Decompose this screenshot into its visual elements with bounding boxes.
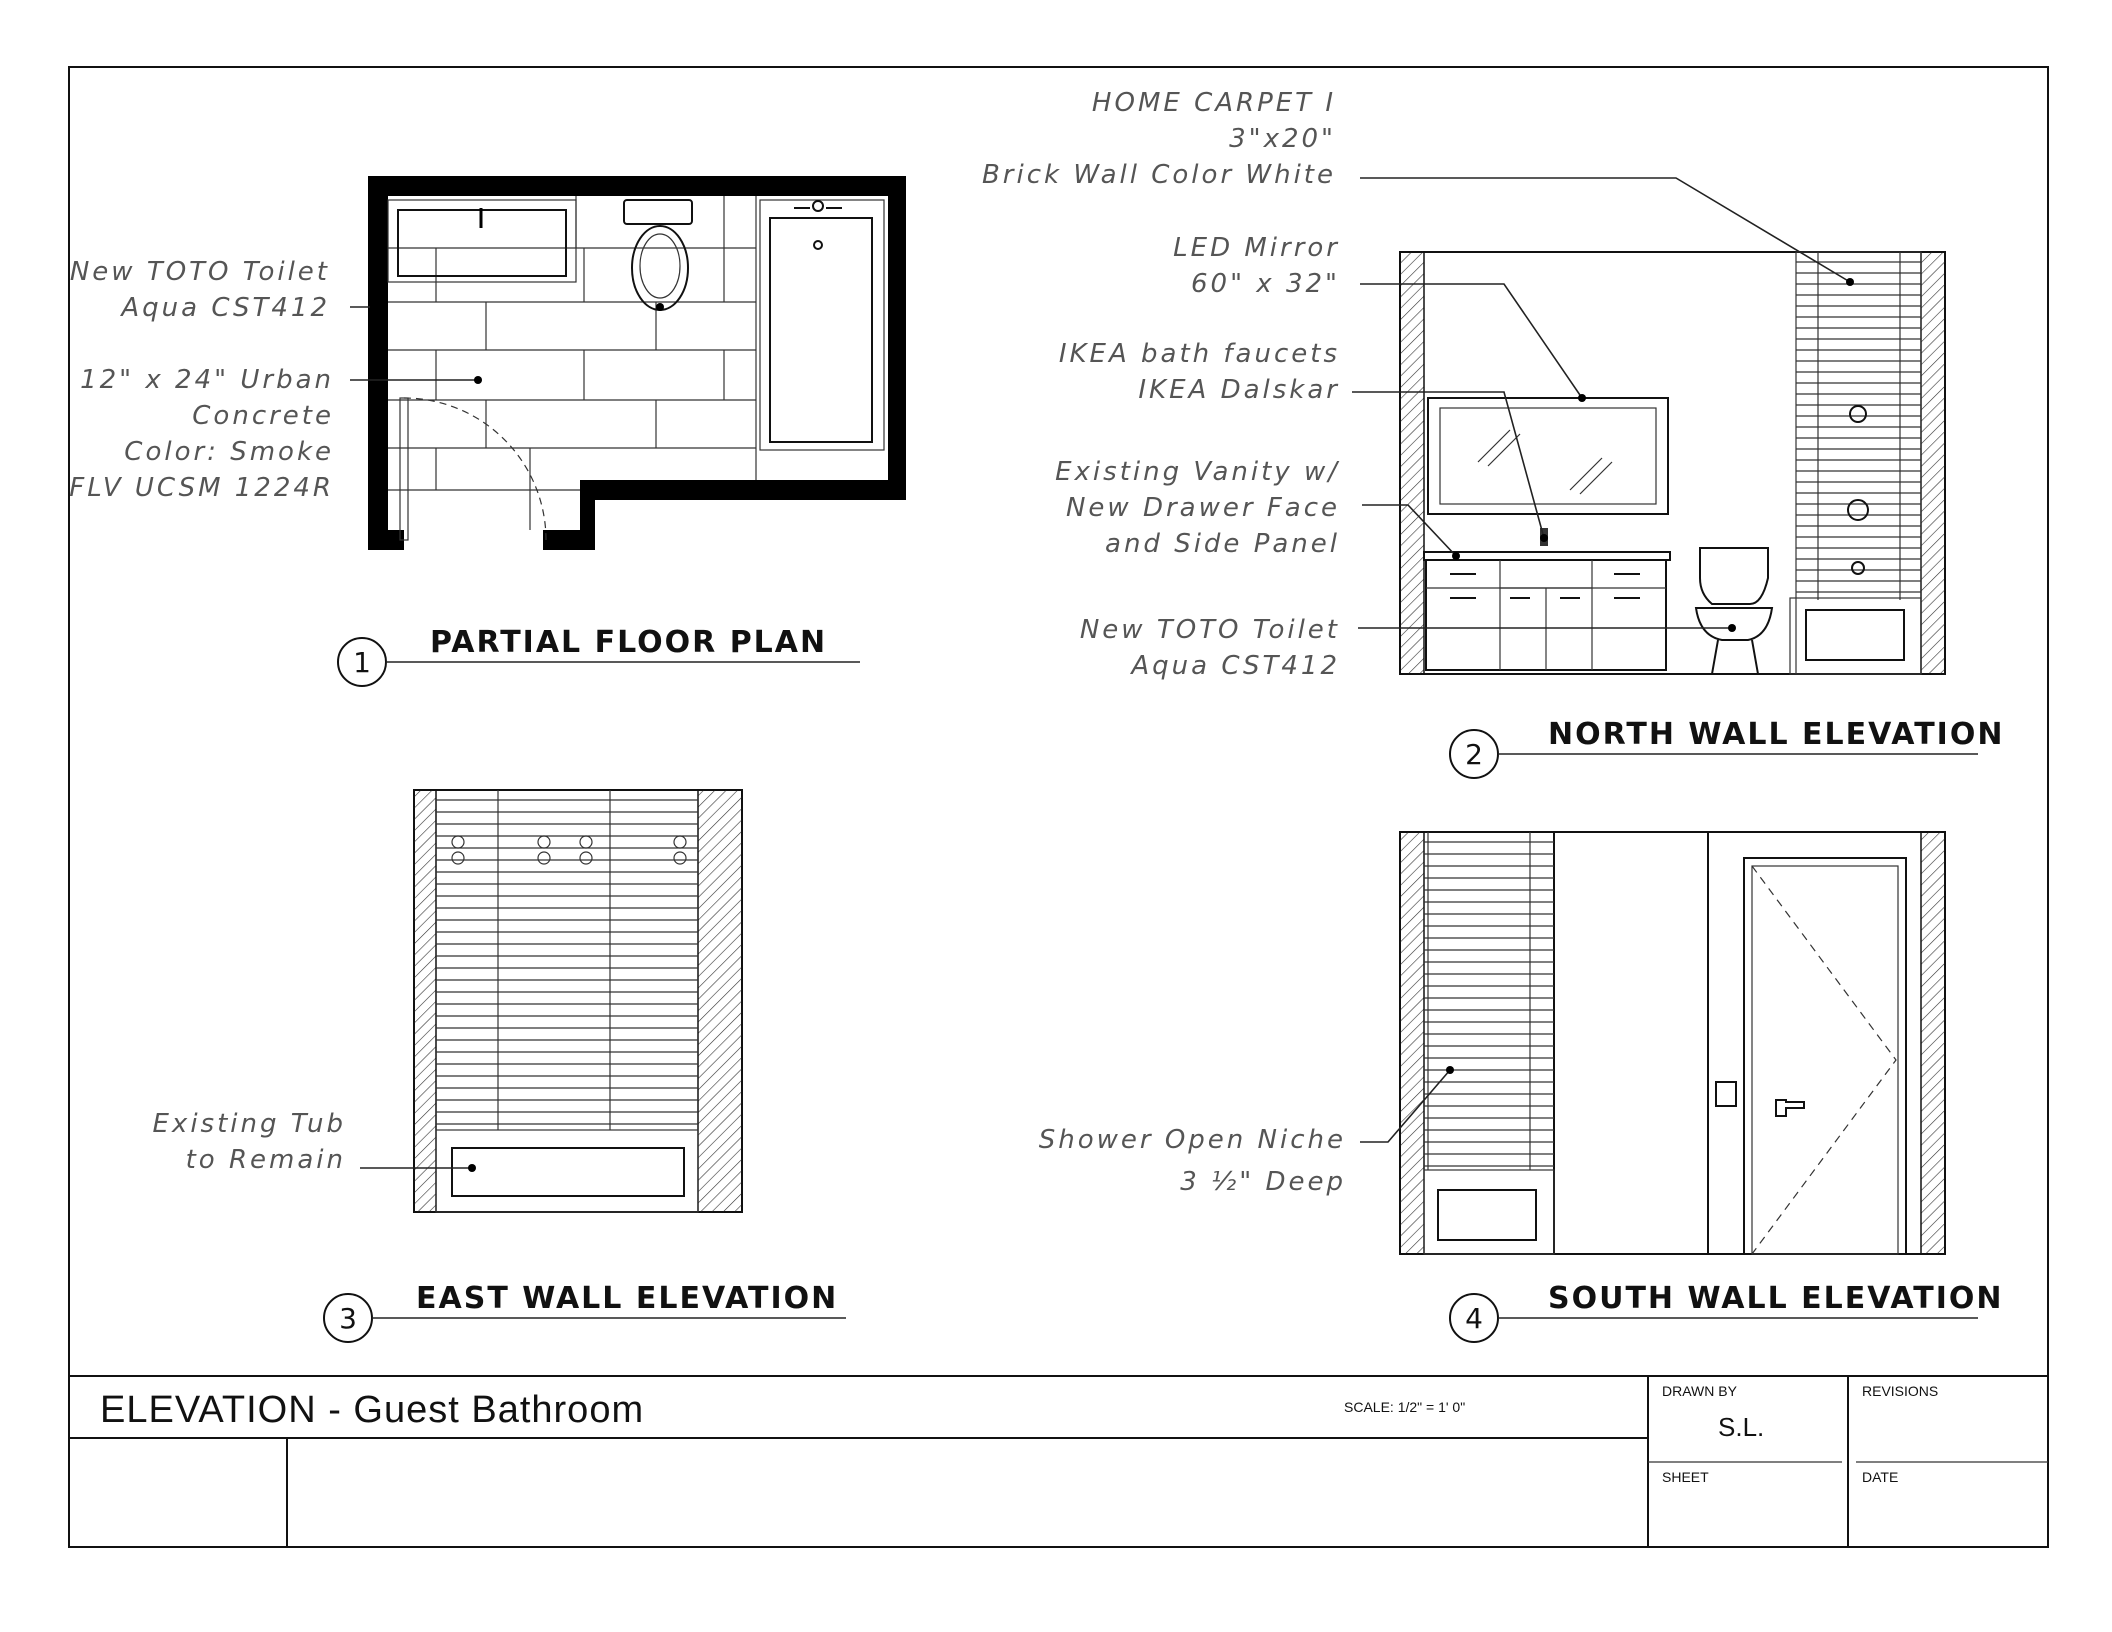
svg-text:Color: Smoke: Color: Smoke	[124, 437, 334, 467]
drawn-by-label: DRAWN BY	[1662, 1383, 1738, 1399]
vanity-elevation	[1423, 551, 1671, 561]
svg-text:IKEA bath faucets: IKEA bath faucets	[1059, 339, 1340, 369]
svg-text:2: 2	[1465, 738, 1483, 771]
svg-text:1: 1	[353, 646, 371, 679]
svg-text:New TOTO Toilet: New TOTO Toilet	[1080, 615, 1340, 645]
view-title-2: 2 NORTH WALL ELEVATION	[1449, 717, 2004, 779]
svg-text:EAST WALL ELEVATION: EAST WALL ELEVATION	[416, 1281, 838, 1316]
partial-floor-plan	[350, 176, 906, 550]
shower-fixtures	[451, 835, 687, 865]
east-wall-elevation	[360, 789, 743, 1213]
door-elevation	[1743, 857, 1907, 1255]
svg-text:SOUTH WALL ELEVATION: SOUTH WALL ELEVATION	[1548, 1281, 2004, 1316]
svg-text:LED Mirror: LED Mirror	[1173, 233, 1340, 263]
svg-text:Existing Tub: Existing Tub	[153, 1109, 347, 1139]
door-plan	[399, 397, 409, 541]
scale-note: SCALE: 1/2" = 1' 0"	[1344, 1399, 1465, 1415]
view-title-3: 3 EAST WALL ELEVATION	[323, 1281, 846, 1343]
svg-text:3 ½" Deep: 3 ½" Deep	[1180, 1167, 1346, 1197]
svg-text:NORTH WALL ELEVATION: NORTH WALL ELEVATION	[1548, 717, 2004, 752]
svg-text:Shower Open Niche: Shower Open Niche	[1039, 1125, 1346, 1155]
toilet-elevation	[1699, 547, 1769, 605]
sheet-label: SHEET	[1662, 1469, 1709, 1485]
svg-text:New Drawer Face: New Drawer Face	[1066, 493, 1340, 523]
svg-text:to Remain: to Remain	[186, 1145, 346, 1175]
south-niche-note: Shower Open Niche 3 ½" Deep	[1039, 1125, 1346, 1197]
svg-text:Aqua CST412: Aqua CST412	[1129, 651, 1340, 681]
north-faucet-note: IKEA bath faucets IKEA Dalskar	[1059, 339, 1340, 405]
svg-text:IKEA Dalskar: IKEA Dalskar	[1138, 375, 1340, 405]
north-vanity-note: Existing Vanity w/ New Drawer Face and S…	[1055, 457, 1340, 559]
led-mirror	[1427, 397, 1669, 515]
view-title-4: 4 SOUTH WALL ELEVATION	[1449, 1281, 2004, 1343]
svg-text:3: 3	[339, 1302, 357, 1335]
svg-text:PARTIAL FLOOR PLAN: PARTIAL FLOOR PLAN	[430, 625, 827, 660]
revisions-label: REVISIONS	[1862, 1383, 1938, 1399]
title-block: ELEVATION - Guest Bathroom SCALE: 1/2" =…	[69, 1375, 2048, 1547]
toilet-plan	[623, 199, 693, 225]
sheet-border	[68, 66, 2049, 1548]
view-title-1: 1 PARTIAL FLOOR PLAN	[337, 625, 860, 687]
svg-text:4: 4	[1465, 1302, 1483, 1335]
tub-elevation	[435, 1129, 699, 1213]
tub-plan	[759, 199, 885, 451]
svg-text:12" x 24" Urban: 12" x 24" Urban	[80, 365, 334, 395]
svg-text:Aqua CST412: Aqua CST412	[119, 293, 330, 323]
svg-text:Brick Wall Color White: Brick Wall Color White	[982, 160, 1336, 190]
sheet-title: ELEVATION - Guest Bathroom	[100, 1389, 644, 1431]
north-wall-elevation	[1352, 177, 1946, 675]
floor-plan-tile-note: 12" x 24" Urban Concrete Color: Smoke FL…	[69, 365, 334, 503]
svg-text:and Side Panel: and Side Panel	[1105, 529, 1340, 559]
north-toilet-note: New TOTO Toilet Aqua CST412	[1080, 615, 1340, 681]
north-carpet-note: HOME CARPET I 3"x20" Brick Wall Color Wh…	[982, 88, 1336, 190]
drawn-by-value: S.L.	[1718, 1412, 1764, 1442]
svg-text:3"x20": 3"x20"	[1229, 124, 1336, 154]
shower-niche	[1437, 1189, 1537, 1241]
date-label: DATE	[1862, 1469, 1898, 1485]
east-tub-note: Existing Tub to Remain	[153, 1109, 347, 1175]
svg-text:60" x 32": 60" x 32"	[1191, 269, 1340, 299]
svg-text:HOME CARPET I: HOME CARPET I	[1092, 88, 1336, 118]
south-wall-elevation	[1360, 831, 1946, 1255]
svg-text:Existing Vanity w/: Existing Vanity w/	[1055, 457, 1340, 487]
floor-tile-grid	[388, 196, 757, 530]
svg-text:Concrete: Concrete	[192, 401, 334, 431]
floor-plan-toilet-note: New TOTO Toilet Aqua CST412	[70, 257, 330, 323]
north-mirror-note: LED Mirror 60" x 32"	[1173, 233, 1340, 299]
svg-text:New TOTO Toilet: New TOTO Toilet	[70, 257, 330, 287]
svg-text:FLV UCSM 1224R: FLV UCSM 1224R	[69, 473, 334, 503]
